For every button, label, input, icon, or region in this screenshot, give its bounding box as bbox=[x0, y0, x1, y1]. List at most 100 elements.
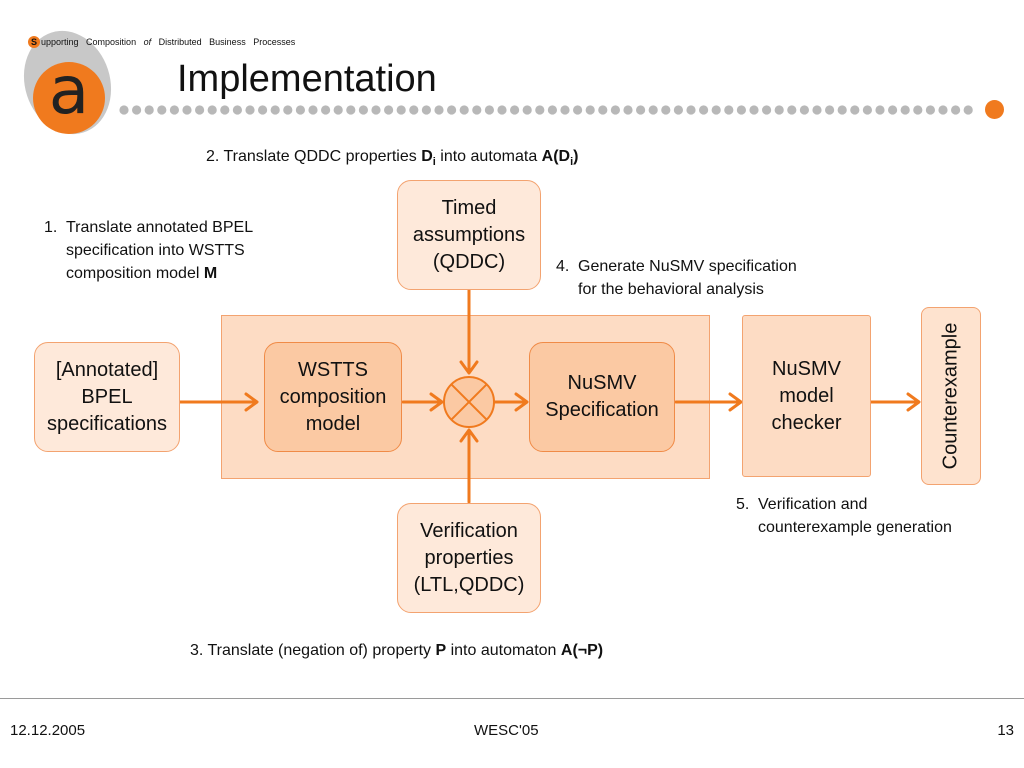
step-note-2: 2. Translate QDDC properties Di into aut… bbox=[206, 145, 579, 174]
divider-dot bbox=[220, 105, 230, 115]
divider-dot bbox=[711, 105, 721, 115]
divider-dot bbox=[787, 105, 797, 115]
node-bpel-specifications: [Annotated] BPEL specifications bbox=[34, 342, 180, 452]
divider-dot bbox=[875, 105, 885, 115]
divider-dot bbox=[144, 105, 154, 115]
divider-dot bbox=[799, 105, 810, 115]
divider-dot bbox=[132, 105, 142, 115]
node-nusmv-specification: NuSMV Specification bbox=[529, 342, 675, 452]
divider-dot bbox=[522, 105, 532, 115]
divider-dot bbox=[610, 105, 620, 115]
dotted-divider bbox=[119, 105, 973, 115]
divider-dot bbox=[560, 105, 570, 115]
footer-date: 12.12.2005 bbox=[10, 722, 86, 739]
divider-dot bbox=[472, 105, 482, 115]
step-bold: ) bbox=[573, 148, 579, 165]
arrowhead bbox=[728, 392, 743, 412]
step-text: Translate (negation of) property bbox=[207, 642, 436, 659]
node-line: specifications bbox=[46, 412, 168, 435]
step-note-3: 3. Translate (negation of) property P in… bbox=[190, 639, 603, 662]
divider-dot bbox=[900, 105, 910, 115]
divider-dot bbox=[207, 105, 217, 115]
tagline-word: Distributed bbox=[158, 37, 202, 47]
divider-dot bbox=[736, 105, 747, 115]
arrowhead bbox=[244, 392, 259, 412]
arrowhead bbox=[429, 392, 444, 412]
divider-dot bbox=[346, 105, 356, 115]
divider-dot bbox=[295, 105, 305, 115]
counterexample-label: Counterexample bbox=[939, 322, 962, 470]
divider-dot bbox=[598, 105, 608, 115]
node-wstts-model: WSTTS composition model bbox=[264, 342, 402, 452]
divider-dot bbox=[888, 105, 898, 115]
node-line: Verification bbox=[420, 519, 518, 542]
divider-dot bbox=[245, 105, 255, 115]
step-bold-sub: i bbox=[432, 156, 436, 169]
divider-dot bbox=[321, 105, 331, 115]
divider-dot bbox=[195, 105, 205, 115]
divider-dot bbox=[585, 105, 595, 115]
node-line: (QDDC) bbox=[432, 250, 506, 273]
tagline-word: of bbox=[143, 37, 152, 47]
divider-dot bbox=[384, 105, 394, 115]
divider-dot bbox=[686, 105, 696, 115]
divider-dot bbox=[182, 105, 192, 115]
tagline-word: Composition bbox=[86, 37, 137, 47]
node-line: composition bbox=[279, 385, 387, 408]
divider-dot bbox=[270, 105, 280, 115]
step-text: for the behavioral analysis bbox=[578, 281, 764, 298]
divider-dot bbox=[837, 105, 847, 115]
footer-divider bbox=[0, 698, 1024, 699]
footer-page-number: 13 bbox=[997, 722, 1014, 739]
divider-dot bbox=[699, 105, 709, 115]
node-line: [Annotated] bbox=[55, 358, 159, 381]
divider-dot bbox=[484, 105, 494, 115]
divider-dot bbox=[258, 105, 268, 115]
divider-dot bbox=[434, 105, 444, 115]
node-line: assumptions bbox=[412, 223, 526, 246]
step-bold: A(¬P) bbox=[560, 642, 604, 659]
step-note-4: 4.Generate NuSMV specification for the b… bbox=[556, 255, 797, 301]
step-text: specification into WSTTS bbox=[66, 242, 245, 259]
node-line: BPEL bbox=[81, 385, 133, 408]
divider-dot bbox=[812, 105, 822, 115]
step-text: Translate QDDC properties bbox=[223, 148, 422, 165]
node-line: model bbox=[305, 412, 361, 435]
node-verification-properties: Verification properties (LTL,QDDC) bbox=[397, 503, 541, 613]
divider-dot bbox=[409, 105, 419, 115]
divider-dot bbox=[573, 105, 583, 115]
slide-title: Implementation bbox=[177, 58, 437, 100]
divider-dot bbox=[938, 105, 948, 115]
divider-dot bbox=[774, 105, 784, 115]
tagline-word: upporting bbox=[41, 37, 79, 47]
divider-dot bbox=[421, 105, 431, 115]
divider-dot bbox=[396, 105, 406, 115]
step-note-1: 1.Translate annotated BPEL specification… bbox=[44, 216, 253, 285]
step-note-5: 5.Verification and counterexample genera… bbox=[736, 493, 952, 539]
node-counterexample bbox=[921, 307, 981, 485]
divider-dot bbox=[951, 105, 961, 115]
tagline-word: Processes bbox=[253, 37, 296, 47]
divider-dot bbox=[749, 105, 759, 115]
logo-circle bbox=[33, 62, 105, 134]
step-bold: D bbox=[421, 148, 433, 165]
step-number: 5. bbox=[736, 496, 750, 513]
arrowhead bbox=[459, 428, 479, 443]
node-line: model bbox=[779, 384, 834, 407]
step-text: into automata bbox=[435, 148, 542, 165]
divider-dot bbox=[623, 105, 633, 115]
step-number: 4. bbox=[556, 258, 570, 275]
divider-end-dot bbox=[985, 100, 1004, 119]
step-bold: A(D bbox=[541, 148, 571, 165]
arrowhead bbox=[514, 392, 529, 412]
divider-dot bbox=[724, 105, 734, 115]
logo-letter: a bbox=[48, 52, 90, 129]
step-bold-sub: i bbox=[570, 156, 574, 169]
divider-dot bbox=[963, 105, 973, 115]
footer-event: WESC'05 bbox=[474, 722, 539, 739]
divider-dot bbox=[913, 105, 923, 115]
divider-dot bbox=[850, 105, 860, 115]
arrowhead bbox=[906, 392, 921, 412]
step-text: Verification and bbox=[758, 496, 868, 513]
